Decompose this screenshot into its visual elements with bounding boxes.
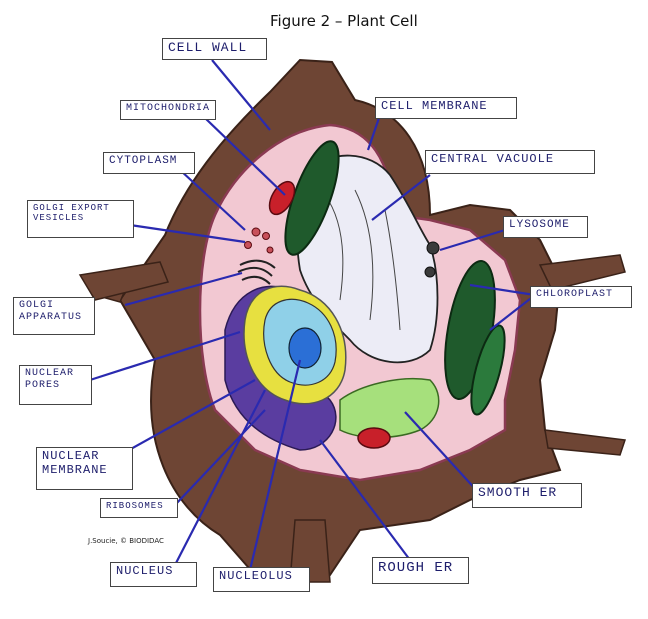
mitochondrion-upper (268, 180, 296, 216)
chloroplast-right-small (470, 324, 506, 416)
label-cytoplasm: Cytoplasm (103, 152, 195, 174)
wall-extension-right (538, 254, 626, 291)
golgi-vesicles (244, 227, 274, 254)
label-central-vacuole: Central Vacuole (425, 150, 595, 174)
label-nuclear-pores: Nuclear Pores (19, 365, 92, 405)
label-rough-er: Rough ER (372, 557, 469, 584)
wall-extension-lower-right (544, 429, 627, 456)
label-cell-wall: Cell Wall (162, 38, 267, 60)
wall-extension-left (78, 261, 170, 301)
nucleolus (288, 327, 322, 369)
label-nucleus: Nucleus (110, 562, 197, 587)
label-mitochondria: Mitochondria (120, 100, 216, 120)
label-ribosomes: Ribosomes (100, 498, 178, 518)
leader-lines (89, 59, 536, 571)
label-nucleolus: Nucleolus (213, 567, 310, 592)
label-lysosome: Lysosome (503, 216, 588, 238)
label-smooth-er: Smooth ER (472, 483, 582, 508)
label-golgi-export-vesicles: Golgi Export Vesicles (27, 200, 134, 238)
golgi-apparatus (237, 259, 276, 285)
lysosome (426, 241, 440, 255)
label-cell-membrane: Cell Membrane (375, 97, 517, 119)
label-golgi-apparatus: Golgi Apparatus (13, 297, 95, 335)
credit-text: J.Soucie, © BIODIDAC (88, 537, 164, 545)
label-nuclear-membrane: Nuclear Membrane (36, 447, 133, 490)
figure-title: Figure 2 – Plant Cell (270, 12, 418, 30)
label-chloroplast: Chloroplast (530, 286, 632, 308)
mitochondrion-lower (357, 427, 391, 449)
wall-extension-bottom (289, 519, 331, 583)
